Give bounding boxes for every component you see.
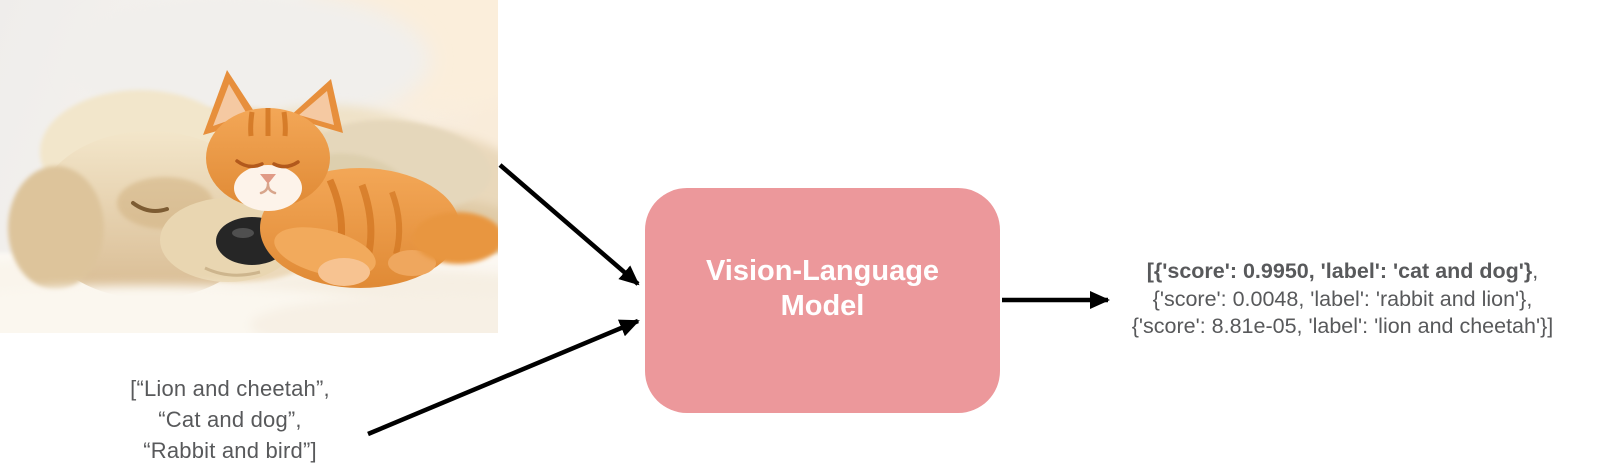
output-top-score-comma: ,	[1532, 259, 1539, 283]
output-score-line: {'score': 8.81e-05, 'label': 'lion and c…	[1131, 314, 1554, 338]
vision-language-model-box: Vision-Language Model	[645, 188, 1000, 413]
candidate-labels-text: [“Lion and cheetah”, “Cat and dog”, “Rab…	[60, 373, 400, 466]
output-scores-text: [{'score': 0.9950, 'label': 'cat and dog…	[1080, 258, 1600, 341]
output-score-line: {'score': 0.0048, 'label': 'rabbit and l…	[1152, 286, 1533, 311]
model-label: Vision-Language Model	[705, 254, 940, 322]
candidate-label-line: [“Lion and cheetah”,	[130, 376, 330, 401]
sleeping-puppy-and-kitten-photo	[0, 0, 498, 333]
candidate-label-line: “Cat and dog”,	[158, 407, 302, 432]
candidate-label-line: “Rabbit and bird”]	[143, 438, 317, 463]
photo-illustration	[0, 0, 498, 333]
arrow-labels-to-model	[367, 318, 640, 437]
arrow-image-to-model	[498, 163, 640, 286]
output-top-score-bold: [{'score': 0.9950, 'label': 'cat and dog…	[1146, 259, 1533, 283]
output-score-line-top: [{'score': 0.9950, 'label': 'cat and dog…	[1080, 258, 1600, 286]
